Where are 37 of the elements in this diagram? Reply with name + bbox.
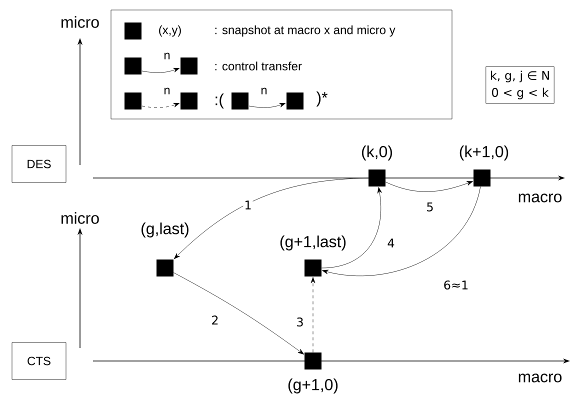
snapshot-label: (k,0) [362,146,392,160]
axis-label: micro [62,212,99,224]
edge-label: 6≈1 [442,279,470,291]
snapshot-square [304,352,322,370]
legend-text: : control transfer [215,62,302,70]
snapshot-label: (g,last) [142,222,188,238]
axis-label: micro [62,16,99,28]
edge-label: 5 [425,202,435,212]
legend-text: : snapshot at macro x and micro y [215,25,396,37]
edge-label: 1 [243,200,253,210]
snapshot-label: (g+1,last) [280,236,346,250]
snapshot-label: (k+1,0) [460,146,508,160]
arrow [310,277,316,352]
condition-box: k, g, j ∈ N 0 < g < k [486,66,554,104]
system-box: CTS [12,342,66,380]
snapshot-label: (g+1,0) [288,378,338,394]
arrow [322,187,382,268]
arrow [174,272,304,354]
axis-label: macro [518,194,562,202]
sample-label: )* [316,92,328,106]
legend-text: :( [216,94,224,108]
snapshot-square [368,170,386,186]
sample-label: n [261,88,267,94]
edge-label: 4 [386,238,396,248]
snapshot-square [304,260,322,276]
sample-label: n [164,88,170,94]
edge-label: 3 [295,316,305,328]
snapshot-square [474,170,490,186]
arrow [386,181,473,192]
system-box: DES [12,145,66,183]
snapshot-square [156,260,174,276]
sample-label: (x,y) [159,25,181,37]
arrow [174,178,368,260]
sample-label: n [164,52,170,60]
axis-label: macro [518,374,562,382]
edge-label: 2 [210,314,220,326]
arrow [322,186,481,276]
